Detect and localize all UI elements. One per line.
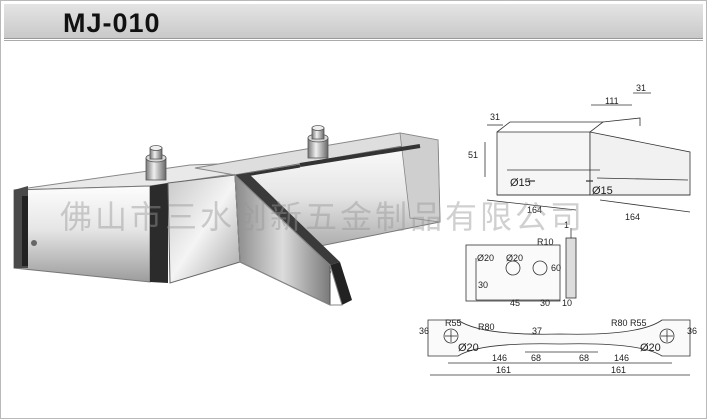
drawing-elevation	[427, 319, 691, 376]
dim-111: 111	[605, 96, 619, 106]
product-photo	[13, 125, 441, 306]
dim-phi20-a: Ø20	[477, 253, 494, 263]
dim-146-left: 146	[492, 353, 507, 363]
dim-r80-right: R80	[611, 318, 628, 328]
dim-68-left: 68	[531, 353, 541, 363]
dim-37: 37	[532, 326, 542, 336]
dimension-labels: 31 111 31 51 Ø15 Ø15 164 164 Ø20 Ø20 R10…	[419, 83, 697, 375]
dim-146-right: 146	[614, 353, 629, 363]
company-watermark: 佛山市三水创新五金制品有限公司	[60, 198, 586, 236]
dim-36-left: 36	[419, 326, 429, 336]
dim-phi20-right: Ø20	[640, 342, 661, 354]
adjust-pin-right	[307, 125, 329, 159]
dim-10: 10	[562, 298, 572, 308]
dim-30b: 30	[540, 298, 550, 308]
dim-164-left: 164	[527, 205, 542, 215]
header-bar: MJ-010	[4, 4, 703, 39]
dim-phi20-b: Ø20	[506, 253, 523, 263]
dim-phi15-left: Ø15	[510, 177, 531, 189]
dim-164-right: 164	[625, 212, 640, 222]
dim-68-right: 68	[579, 353, 589, 363]
dim-phi15-right: Ø15	[592, 185, 613, 197]
dim-36-right: 36	[687, 326, 697, 336]
drawing-isometric	[484, 92, 691, 213]
dim-51: 51	[468, 150, 478, 160]
dim-r80-left: R80	[478, 322, 495, 332]
dim-1: 1	[564, 220, 569, 230]
drawing-plan	[465, 228, 577, 302]
dim-r55-right: R55	[630, 318, 647, 328]
dim-r55-left: R55	[445, 318, 462, 328]
dim-r10: R10	[537, 237, 554, 247]
dim-31-right: 31	[636, 83, 646, 93]
dim-31-left: 31	[490, 112, 500, 122]
dim-161-left: 161	[496, 365, 511, 375]
model-title: MJ-010	[63, 8, 161, 38]
header-divider	[4, 40, 703, 41]
dim-45: 45	[510, 298, 520, 308]
dim-161-right: 161	[611, 365, 626, 375]
dim-30: 30	[478, 280, 488, 290]
dim-phi20-left: Ø20	[458, 342, 479, 354]
dim-60: 60	[551, 263, 561, 273]
adjust-pin-left	[145, 145, 167, 181]
